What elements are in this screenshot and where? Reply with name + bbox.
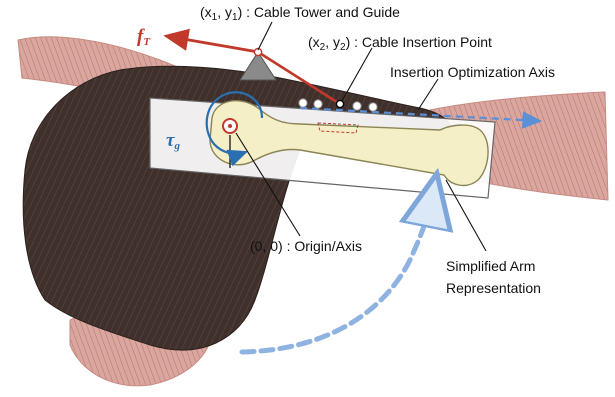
leader-axis <box>418 79 438 110</box>
label-arm-line2: Representation <box>446 280 541 297</box>
origin-center <box>228 124 232 128</box>
label-insertion: (x2, y2) : Cable Insertion Point <box>308 34 492 56</box>
label-force: fT <box>137 28 150 51</box>
label-arm-line1: Simplified Arm <box>446 258 535 275</box>
label-tower: (x1, y1) : Cable Tower and Guide <box>200 4 400 26</box>
label-torque: τg <box>166 132 180 155</box>
label-optimization-axis: Insertion Optimization Axis <box>390 64 555 81</box>
insertion-point <box>336 100 343 107</box>
label-origin: (0, 0) : Origin/Axis <box>250 238 362 255</box>
leader-tower <box>258 22 272 50</box>
force-arrow <box>166 36 258 52</box>
